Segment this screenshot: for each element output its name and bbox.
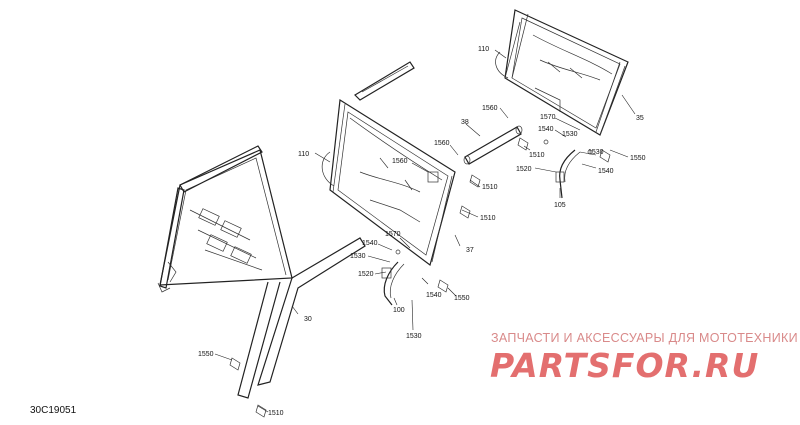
rear-panel-35 bbox=[495, 9, 629, 136]
callout-1510-front: 1510 bbox=[268, 410, 284, 417]
callout-1530-rear: 1530 bbox=[562, 131, 578, 138]
callout-110-rear: 110 bbox=[478, 46, 489, 53]
callout-100: 100 bbox=[393, 307, 405, 314]
callout-105: 105 bbox=[554, 202, 566, 209]
diagram-code: 30C19051 bbox=[30, 405, 77, 416]
hardware-fasteners bbox=[229, 137, 611, 418]
callout-1560-rear: 1560 bbox=[482, 105, 498, 112]
front-frame-30 bbox=[157, 149, 366, 399]
front-seal-strip bbox=[159, 145, 263, 289]
seal-strip bbox=[354, 61, 415, 101]
callout-labels: 110 35 1560 38 1570 1540 1530 1510 1530 … bbox=[198, 46, 646, 417]
callout-1560-middle: 1560 bbox=[392, 158, 408, 165]
watermark-tagline: ЗАПЧАСТИ И АКСЕССУАРЫ ДЛЯ МОТОТЕХНИКИ bbox=[491, 331, 798, 345]
callout-1510-middle: 1510 bbox=[482, 184, 498, 191]
callout-leaders bbox=[214, 49, 636, 413]
callout-110-middle: 110 bbox=[298, 151, 309, 158]
callout-1510-rear: 1510 bbox=[529, 152, 545, 159]
callout-1540-middle-b: 1540 bbox=[426, 292, 442, 299]
callout-1540-middle: 1540 bbox=[362, 240, 378, 247]
callout-1510-middle-b: 1510 bbox=[480, 215, 496, 222]
watermark-brand: PARTSFOR.RU bbox=[490, 346, 759, 385]
callout-1540-rear: 1540 bbox=[538, 126, 554, 133]
callout-1570-middle: 1570 bbox=[385, 231, 401, 238]
callout-1530-rear-b: 1530 bbox=[588, 149, 604, 156]
callout-1550-middle: 1550 bbox=[454, 295, 470, 302]
cross-bar-38 bbox=[463, 125, 523, 165]
callout-38: 38 bbox=[461, 119, 469, 126]
callout-1560-bar: 1560 bbox=[434, 140, 450, 147]
callout-1550-rear: 1550 bbox=[630, 155, 646, 162]
callout-1520-rear: 1520 bbox=[516, 166, 532, 173]
callout-1570-rear: 1570 bbox=[540, 114, 556, 121]
bracket-100 bbox=[381, 261, 405, 306]
callout-1550-front: 1550 bbox=[198, 351, 214, 358]
bracket-105 bbox=[555, 149, 581, 199]
middle-panel-37 bbox=[321, 98, 456, 267]
callout-30: 30 bbox=[304, 316, 312, 323]
callout-1520-middle: 1520 bbox=[358, 271, 374, 278]
callout-1540-rear-b: 1540 bbox=[598, 168, 614, 175]
callout-1530-middle: 1530 bbox=[350, 253, 366, 260]
callout-35: 35 bbox=[636, 115, 644, 122]
callout-37: 37 bbox=[466, 247, 474, 254]
callout-1530-lower: 1530 bbox=[406, 333, 422, 340]
watermark-logo: ЗАПЧАСТИ И АКСЕССУАРЫ ДЛЯ МОТОТЕХНИКИ PA… bbox=[490, 331, 798, 385]
